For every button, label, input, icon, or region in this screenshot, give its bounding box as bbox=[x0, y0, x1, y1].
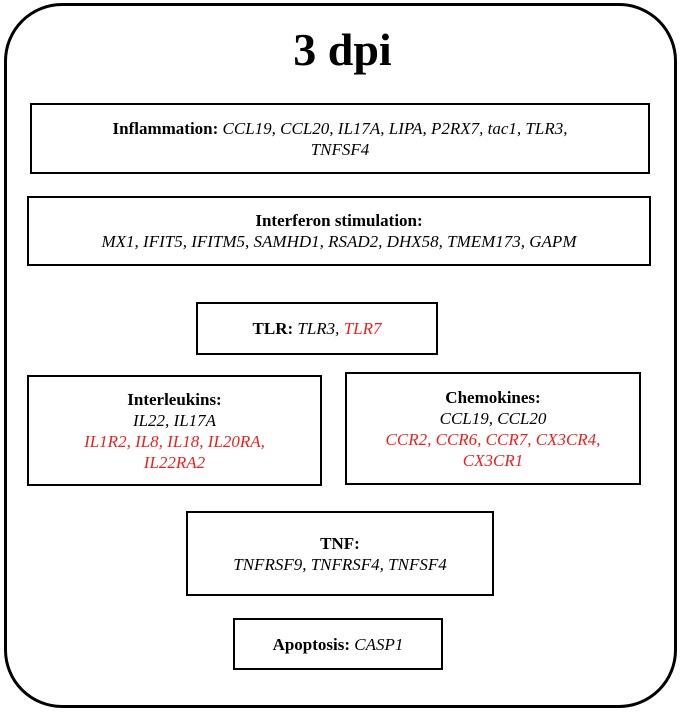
interleukins-box: Interleukins: IL22, IL17A IL1R2, IL8, IL… bbox=[27, 375, 322, 486]
apoptosis-heading: Apoptosis: bbox=[272, 634, 351, 654]
chemokines-box: Chemokines: CCL19, CCL20 CCR2, CCR6, CCR… bbox=[345, 372, 641, 485]
tlr-heading: TLR: bbox=[252, 319, 294, 338]
interleukins-genes-red-line-2: IL22RA2 bbox=[143, 452, 206, 472]
diagram-title: 3 dpi bbox=[293, 24, 392, 75]
apoptosis-line: Apoptosis: CASP1 bbox=[273, 634, 404, 655]
inflammation-box: Inflammation: CCL19, CCL20, IL17A, LIPA,… bbox=[30, 103, 650, 174]
tlr-gene-red: TLR7 bbox=[343, 319, 382, 338]
apoptosis-genes: CASP1 bbox=[354, 634, 404, 654]
tnf-genes: TNFRSF9, TNFRSF4, TNFSF4 bbox=[233, 554, 447, 574]
tlr-line: TLR: TLR3, TLR7 bbox=[253, 318, 382, 339]
tnf-box: TNF: TNFRSF9, TNFRSF4, TNFSF4 bbox=[186, 511, 494, 596]
chemokines-heading: Chemokines: bbox=[445, 387, 541, 407]
chemokines-genes-red-line-2: CX3CR1 bbox=[462, 450, 524, 470]
interferon-box: Interferon stimulation: MX1, IFIT5, IFIT… bbox=[27, 196, 651, 266]
interferon-genes: MX1, IFIT5, IFITM5, SAMHD1, RSAD2, DHX58… bbox=[101, 232, 577, 251]
interleukins-genes-red-line-1: IL1R2, IL8, IL18, IL20RA, bbox=[84, 431, 265, 451]
interferon-heading: Interferon stimulation: bbox=[255, 211, 423, 230]
outer-rounded-frame bbox=[4, 3, 677, 708]
tlr-gene-black: TLR3, bbox=[297, 319, 340, 338]
tlr-box: TLR: TLR3, TLR7 bbox=[196, 302, 438, 355]
chemokines-genes-red-line-1: CCR2, CCR6, CCR7, CX3CR4, bbox=[385, 429, 601, 449]
interleukins-genes-black: IL22, IL17A bbox=[132, 410, 217, 430]
inflammation-line-1: Inflammation: CCL19, CCL20, IL17A, LIPA,… bbox=[113, 118, 568, 139]
inflammation-heading: Inflammation: bbox=[112, 118, 219, 138]
chemokines-genes-black: CCL19, CCL20 bbox=[439, 408, 547, 428]
inflammation-genes-line-2: TNFSF4 bbox=[310, 139, 370, 159]
inflammation-genes-line-1: CCL19, CCL20, IL17A, LIPA, P2RX7, tac1, … bbox=[222, 118, 568, 138]
interleukins-heading: Interleukins: bbox=[127, 389, 222, 409]
tnf-heading: TNF: bbox=[320, 533, 360, 553]
apoptosis-box: Apoptosis: CASP1 bbox=[233, 618, 443, 670]
